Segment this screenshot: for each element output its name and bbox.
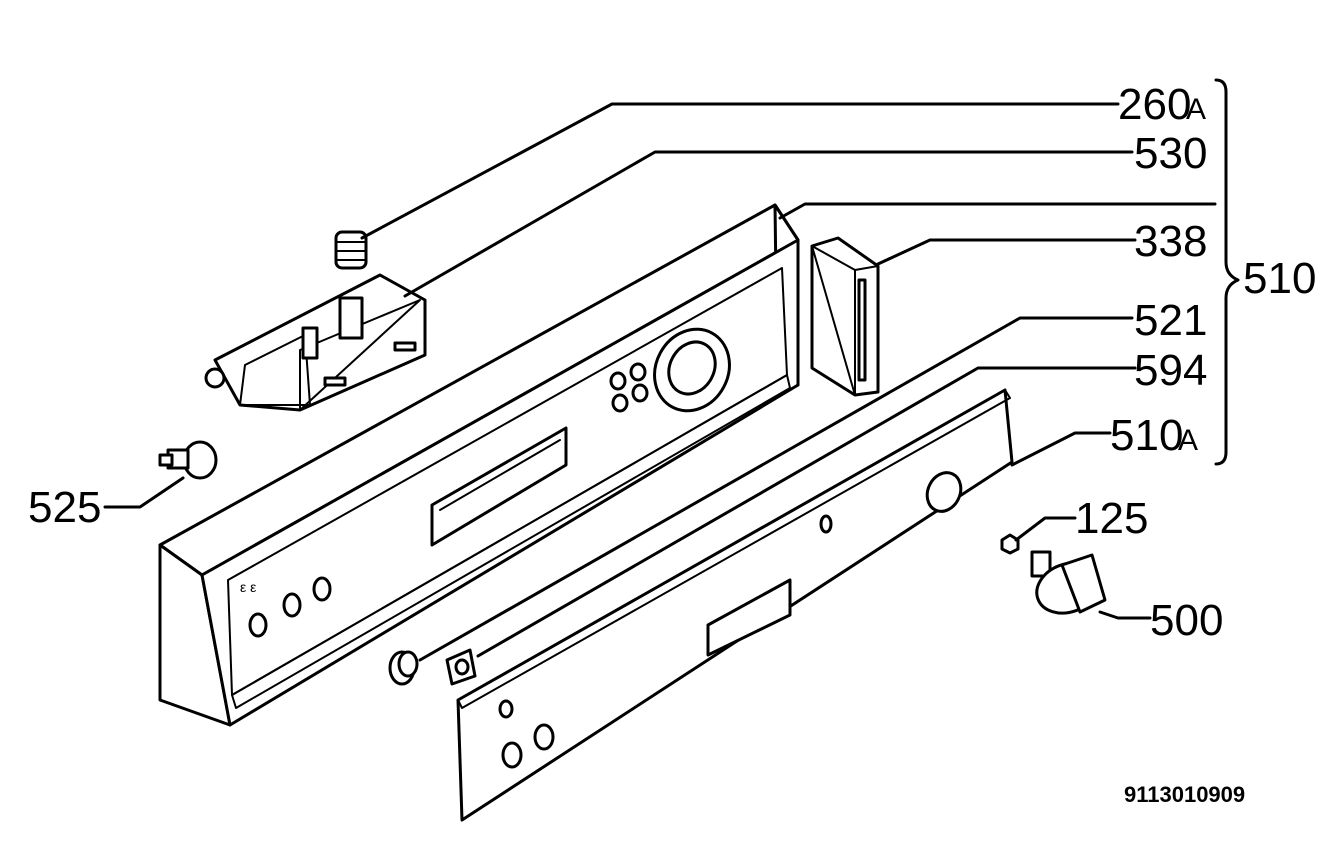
callout-260a: 260 A <box>1118 80 1206 129</box>
callout-510a: 510 A <box>1110 411 1198 460</box>
leader-lines <box>103 78 1240 662</box>
callout-260a-suffix: A <box>1186 93 1206 126</box>
svg-text:ε ε: ε ε <box>240 579 256 595</box>
indicator-part <box>445 648 477 686</box>
mounting-bracket <box>204 273 427 412</box>
callout-500: 500 <box>1150 596 1223 645</box>
button-part <box>388 650 419 686</box>
callout-510a-number: 510 <box>1110 411 1183 460</box>
callout-510a-suffix: A <box>1178 424 1198 457</box>
front-panel-part <box>456 388 1014 822</box>
control-panel-housing: ε ε <box>158 203 800 727</box>
callout-510: 510 <box>1243 254 1316 303</box>
spring-part <box>334 230 368 270</box>
end-cap-part <box>810 236 880 397</box>
knob-part <box>1030 550 1107 615</box>
callout-338: 338 <box>1134 217 1207 266</box>
callout-530: 530 <box>1134 129 1207 178</box>
callout-594: 594 <box>1134 346 1207 395</box>
callout-521: 521 <box>1134 296 1207 345</box>
document-number: 9113010909 <box>1124 782 1245 807</box>
nut-part <box>1000 533 1020 555</box>
switch-part <box>158 440 218 480</box>
callout-125: 125 <box>1075 494 1148 543</box>
callout-525: 525 <box>28 483 101 532</box>
callout-260a-number: 260 <box>1118 80 1191 129</box>
